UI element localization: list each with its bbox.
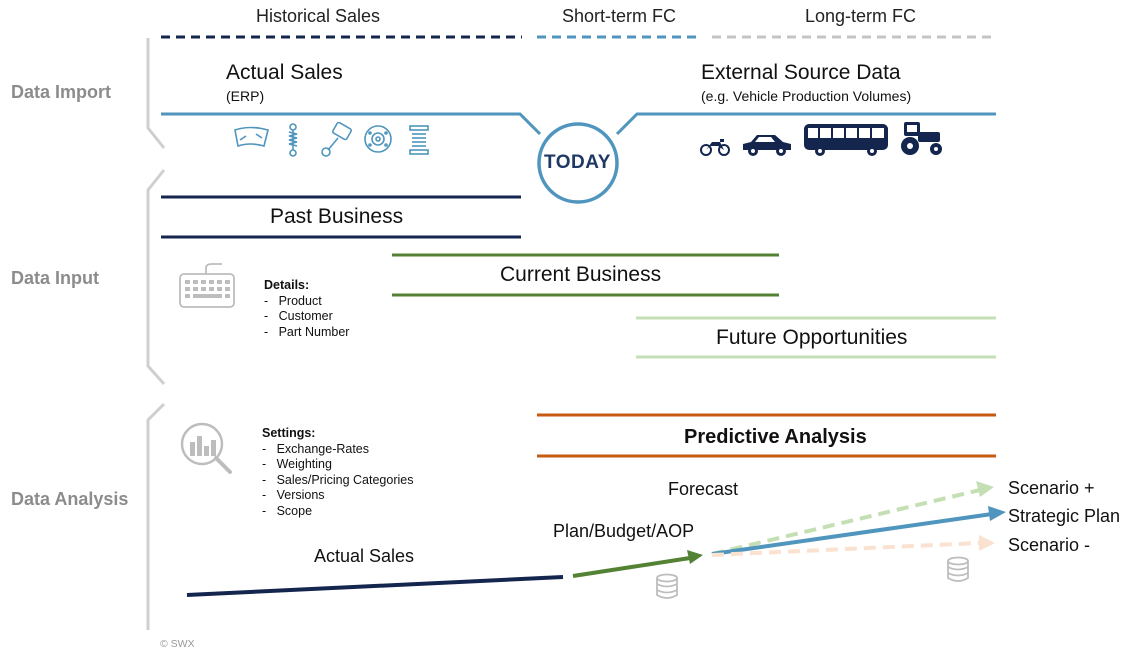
timeline-historical-label: Historical Sales [256, 6, 381, 26]
plan-arrow-head [687, 550, 703, 564]
timeline-long-term-label: Long-term FC [805, 6, 917, 26]
today-label: TODAY [544, 152, 611, 173]
analytics-search-icon [180, 422, 232, 474]
input-bracket [146, 169, 166, 385]
actual-sales-analysis-label: Actual Sales [314, 546, 415, 566]
scenario-plus-line [711, 488, 981, 556]
windshield-icon [234, 126, 269, 148]
database-icon [947, 556, 969, 582]
copyright: © SWX [160, 638, 195, 650]
settings-item: Sales/Pricing Categories [262, 473, 414, 489]
details-item: Product [264, 294, 349, 310]
past-business-label: Past Business [270, 205, 404, 228]
scenario-minus-label: Scenario - [1008, 535, 1091, 555]
bus-icon [804, 124, 888, 156]
settings-item: Exchange-Rates [262, 442, 413, 458]
external-data-subtitle: (e.g. Vehicle Production Volumes) [701, 88, 912, 104]
motorcycle-icon [700, 139, 730, 156]
keyboard-icon [179, 263, 235, 308]
scenario-minus-line [711, 541, 981, 557]
brake-disc-icon [364, 125, 392, 153]
actual-sales-trend-line [186, 575, 564, 597]
scenario-minus-arrow-head [979, 535, 995, 551]
strategic-plan-arrow-head [988, 506, 1006, 521]
actual-sales-import-line [161, 112, 542, 136]
scenario-plus-arrow-head [976, 481, 994, 497]
external-data-title: External Source Data [701, 61, 901, 84]
database-icon [656, 573, 678, 599]
shock-absorber-icon [288, 123, 298, 157]
piston-icon [321, 122, 352, 157]
scenario-plus-label: Scenario + [1008, 478, 1095, 498]
timeline-short-term-label: Short-term FC [562, 6, 677, 26]
plan-budget-aop-label: Plan/Budget/AOP [553, 521, 695, 541]
future-opportunities-label: Future Opportunities [716, 326, 908, 349]
details-item: Customer [264, 309, 349, 325]
external-data-import-line [615, 112, 996, 136]
part-icons-row [234, 122, 429, 157]
plan-trend-line [572, 556, 691, 578]
section-data-analysis: Data Analysis [11, 489, 129, 509]
strategic-plan-line [711, 512, 993, 556]
analysis-bracket [146, 402, 166, 630]
settings-block: Settings: Exchange-Rates Weighting Sales… [262, 426, 413, 520]
vehicle-icons-row [700, 122, 942, 156]
strategic-plan-label: Strategic Plan [1008, 506, 1121, 526]
settings-item: Scope [262, 504, 413, 520]
forecast-label: Forecast [668, 479, 739, 499]
details-title: Details: [264, 278, 310, 292]
actual-sales-import-subtitle: (ERP) [226, 88, 265, 104]
actual-sales-import-title: Actual Sales [226, 61, 343, 84]
air-filter-icon [409, 125, 429, 155]
settings-item: Versions [262, 488, 413, 504]
tractor-icon [901, 122, 942, 155]
car-icon [743, 135, 791, 156]
today-circle [537, 122, 619, 204]
details-item: Part Number [264, 325, 350, 341]
current-business-label: Current Business [500, 263, 662, 286]
settings-item: Weighting [262, 457, 413, 473]
predictive-analysis-label: Predictive Analysis [684, 426, 867, 448]
section-data-import: Data Import [11, 82, 112, 102]
section-data-input: Data Input [11, 268, 99, 288]
settings-title: Settings: [262, 426, 316, 440]
import-bracket [146, 38, 166, 149]
details-block: Details: Product Customer Part Number [264, 278, 349, 340]
